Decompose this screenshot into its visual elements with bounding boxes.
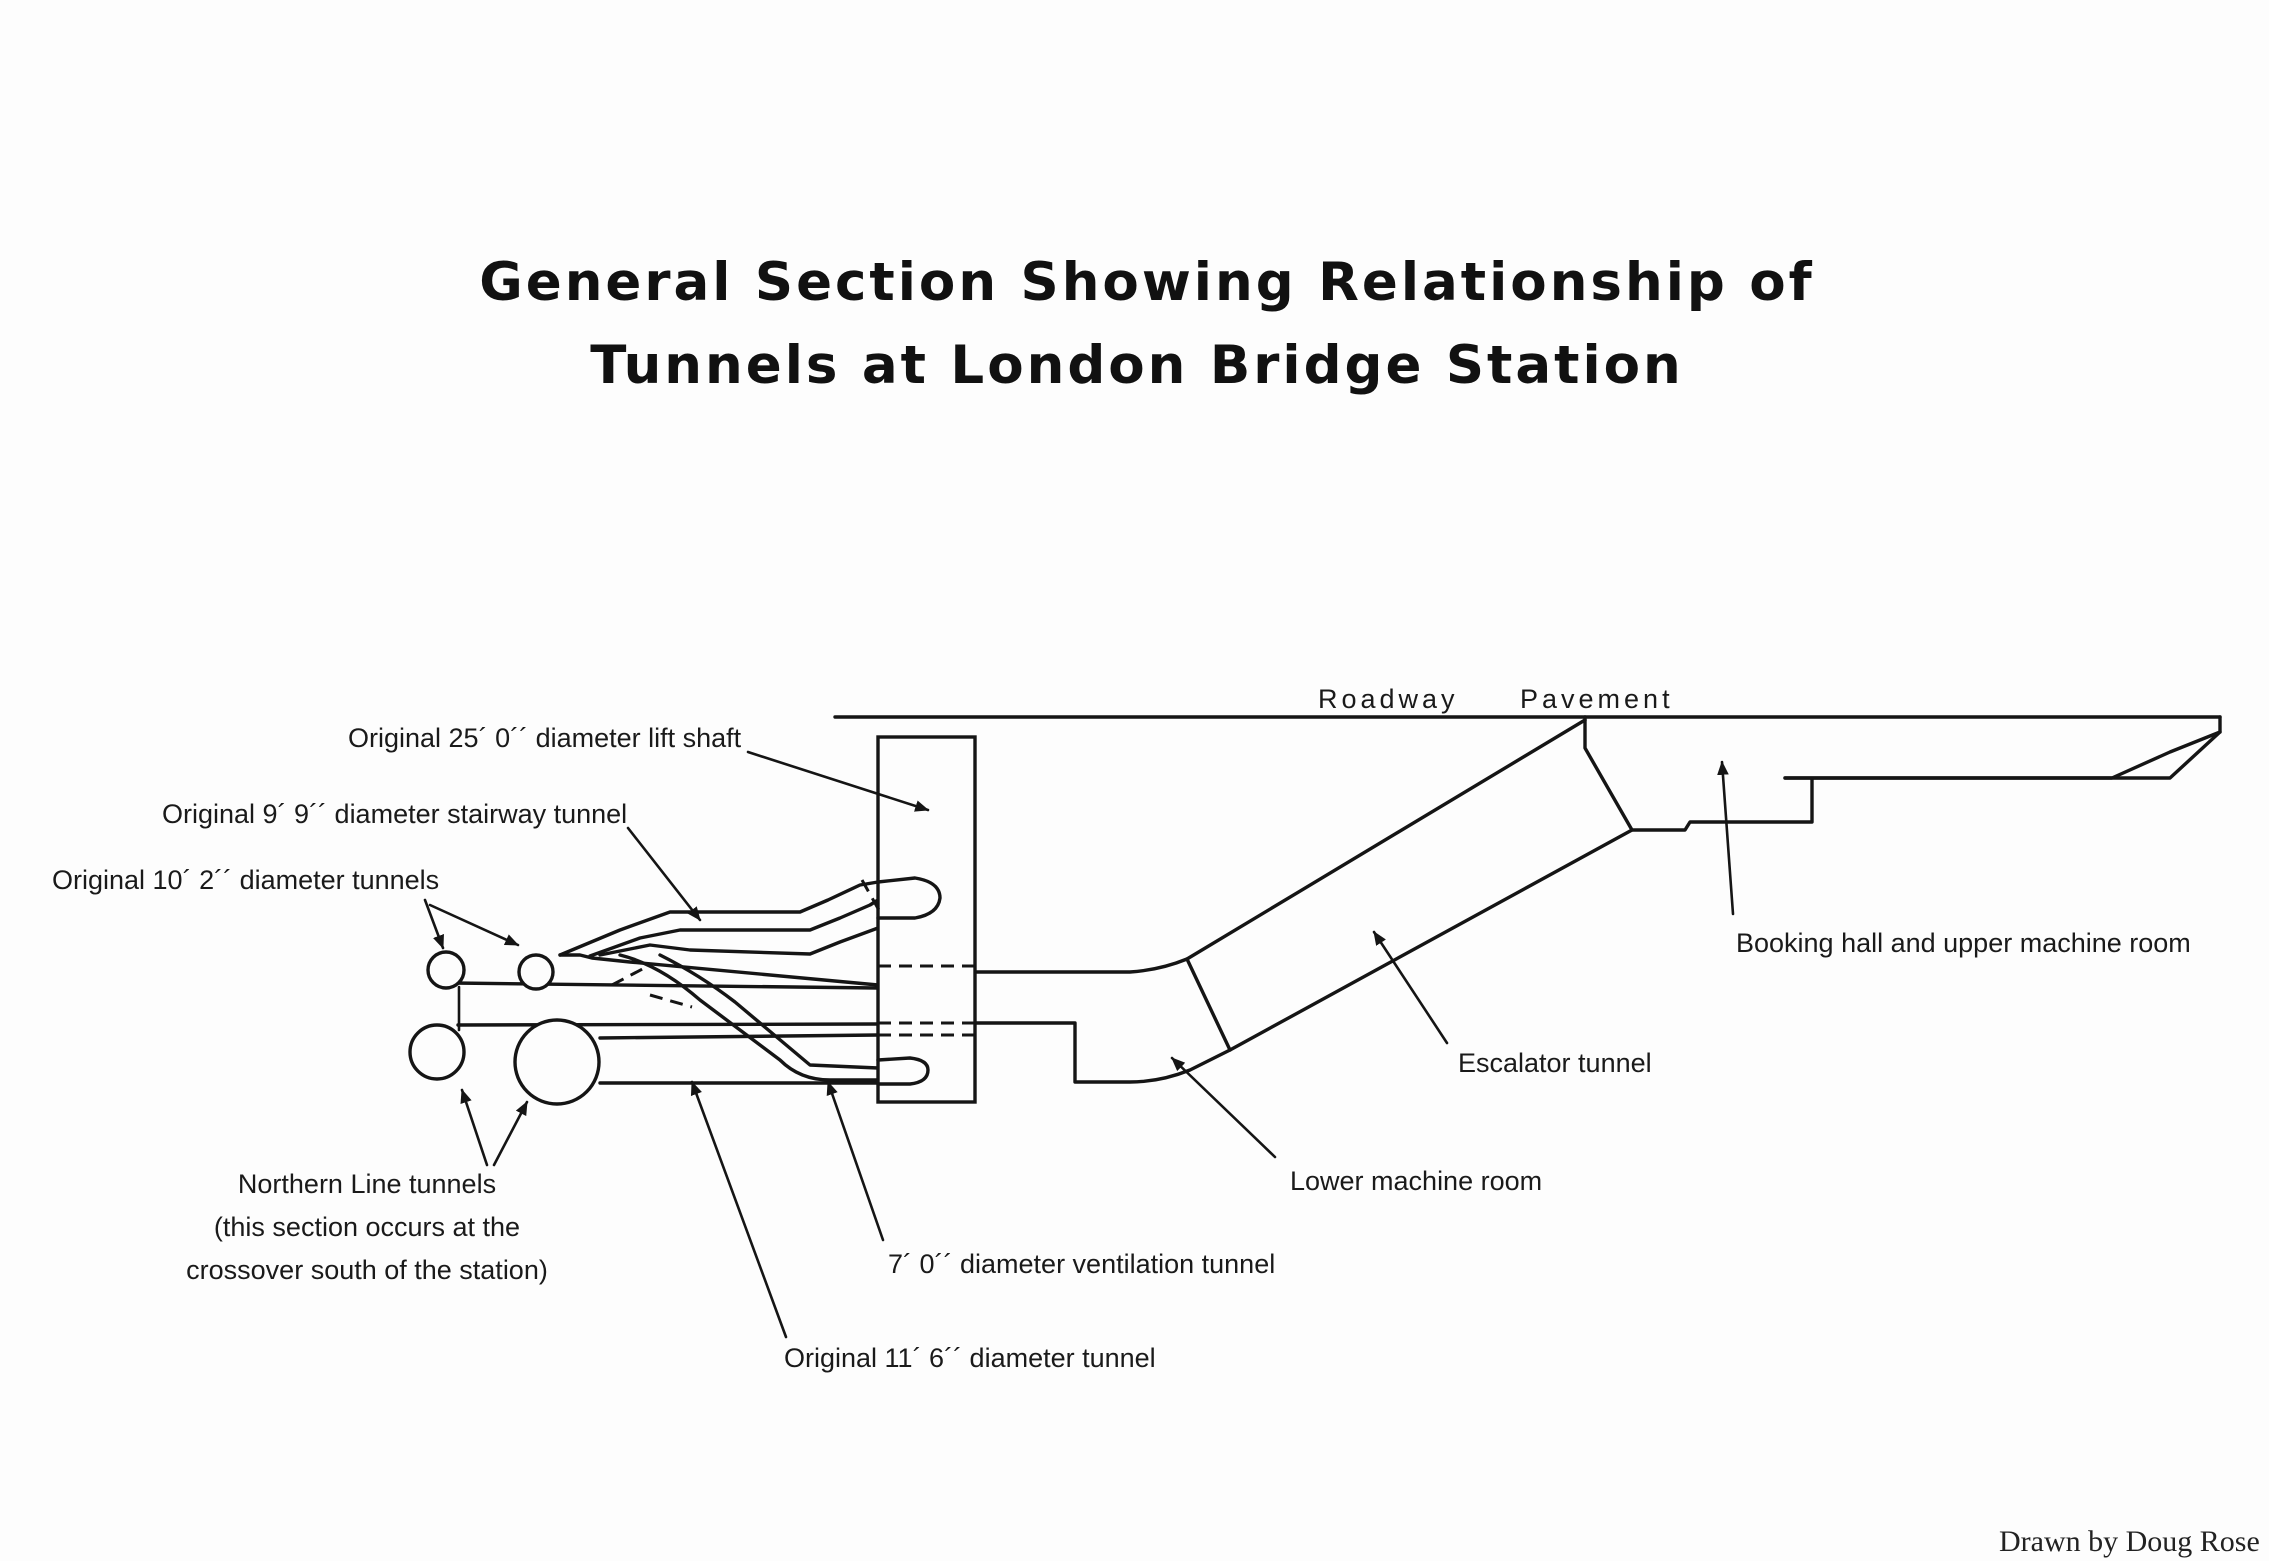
- escalator-tunnel-end: [1185, 957, 1232, 1052]
- crossover-dash-a: [611, 963, 651, 987]
- escalator-tunnel-top: [1185, 718, 1587, 961]
- upper-machine-room-roof: [1783, 730, 2222, 780]
- crossover-tunnel-a: [618, 953, 880, 1082]
- tunnel-10-2-left: [426, 950, 466, 990]
- pavement-label: Pavement: [1520, 684, 1674, 714]
- stairway-tunnel-label: Original 9´ 9´´ diameter stairway tunnel: [162, 799, 627, 829]
- tunnels-10-2-label: Original 10´ 2´´ diameter tunnels: [52, 865, 439, 895]
- booking-hall-label: Booking hall and upper machine room: [1736, 928, 2191, 958]
- credit-text: Drawn by Doug Rose: [1999, 1525, 2260, 1558]
- lower-machine-room-label: Lower machine room: [1290, 1166, 1542, 1196]
- tunnels-10-2-arrow-left: [423, 898, 445, 950]
- stairway-tunnel-end: [876, 876, 942, 920]
- ventilation-tunnel-arrow: [826, 1080, 885, 1242]
- tunnel-10-2-right: [517, 953, 555, 991]
- escalator-tunnel-label: Escalator tunnel: [1458, 1048, 1652, 1078]
- diagram-title-line1: General Section Showing Relationship of: [479, 252, 1814, 313]
- crossover-dash-b: [649, 993, 693, 1009]
- stairway-tunnel-top: [558, 880, 880, 957]
- lower-passage-top: [973, 957, 1189, 974]
- tunnel-upper-b: [451, 981, 880, 990]
- northern-line-tunnel-right: [513, 1018, 601, 1106]
- roadway-label: Roadway: [1318, 684, 1459, 714]
- tunnel-11-6-arrow: [690, 1080, 788, 1339]
- northern-line-tunnel-left: [408, 1023, 466, 1081]
- tunnel-upper-a: [558, 953, 880, 987]
- tunnel-11-6-label: Original 11´ 6´´ diameter tunnel: [784, 1343, 1156, 1373]
- escalator-tunnel-arrow: [1372, 930, 1449, 1045]
- lift-shaft-arrow: [746, 750, 930, 812]
- stairway-tunnel-bottom: [598, 926, 880, 957]
- lift-shaft-label: Original 25´ 0´´ diameter lift shaft: [348, 723, 742, 753]
- northern-line-label: Northern Line tunnels: [238, 1169, 496, 1199]
- escalator-tunnel-bottom: [1228, 828, 1634, 1052]
- diagram-title-line2: Tunnels at London Bridge Station: [590, 335, 1684, 396]
- crossover-tunnel-b: [658, 953, 880, 1070]
- tunnel-mid-b: [598, 1033, 880, 1040]
- ventilation-tunnel-label: 7´ 0´´ diameter ventilation tunnel: [888, 1249, 1275, 1279]
- northern-line-note-1: (this section occurs at the: [214, 1212, 520, 1242]
- northern-line-arrow-right: [492, 1100, 529, 1167]
- stairway-tunnel-inner: [588, 898, 880, 958]
- lower-machine-room-arrow: [1170, 1056, 1277, 1159]
- stairway-tunnel-arrow: [626, 826, 702, 922]
- ventilation-tunnel-end: [876, 1056, 930, 1086]
- lift-shaft-dash-4: [860, 879, 882, 913]
- lower-machine-room-outline: [973, 1021, 1232, 1084]
- northern-line-arrow-left: [460, 1088, 489, 1167]
- northern-line-note-2: crossover south of the station): [186, 1255, 548, 1285]
- tunnel-mid-a: [456, 1022, 880, 1027]
- booking-hall-arrow: [1717, 760, 1735, 916]
- tunnels-10-2-arrow-right: [428, 903, 520, 947]
- booking-hall-outline: [1583, 715, 2222, 832]
